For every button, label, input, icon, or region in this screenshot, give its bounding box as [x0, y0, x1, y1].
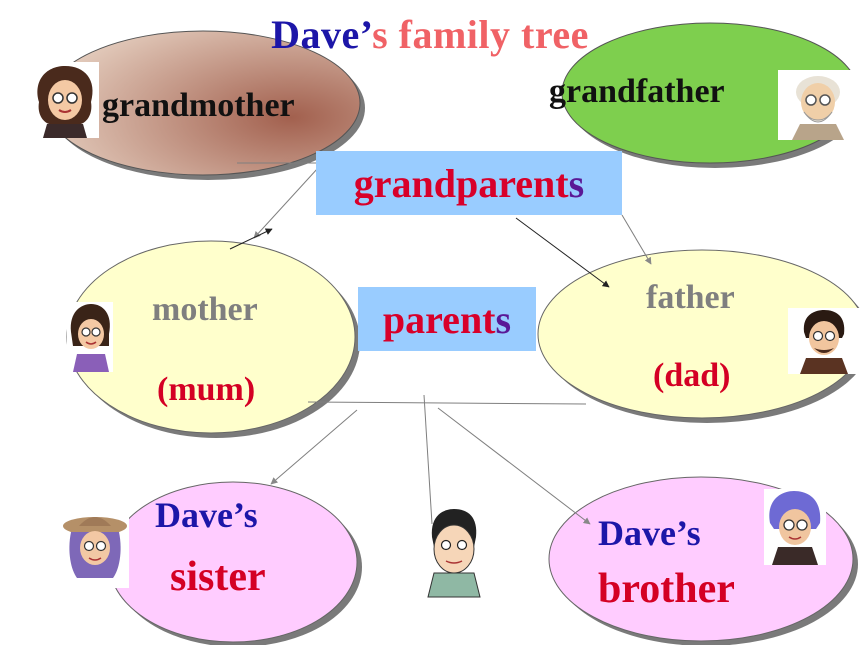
father-label: father — [646, 279, 735, 316]
page-title: Dave’s family tree — [0, 12, 860, 58]
parents-plural: s — [495, 296, 512, 342]
mother-label: mother — [152, 291, 258, 328]
dad-label: (dad) — [653, 357, 731, 394]
grandmother-avatar — [31, 62, 99, 138]
connector-to-brother — [437, 407, 591, 525]
sister-avatar — [61, 508, 129, 588]
connector-gp-to-mother — [253, 167, 319, 239]
grandfather-label: grandfather — [549, 73, 725, 110]
connector-to-sister — [270, 409, 358, 485]
connector-to-dave — [423, 394, 433, 525]
father-ellipse — [537, 249, 860, 419]
title-dave: Dave’ — [271, 12, 373, 57]
parents-main: parent — [382, 296, 496, 342]
father-avatar — [788, 308, 860, 374]
arrow-gp-to-father — [515, 217, 610, 288]
grandparents-main: grandparent — [353, 160, 569, 206]
connector-parents-horizontal — [307, 401, 587, 405]
dave-avatar — [427, 509, 481, 598]
grandmother-label: grandmother — [102, 87, 295, 124]
connector-gp-to-father — [621, 214, 652, 265]
mother-avatar — [67, 302, 113, 372]
grandparents-plural: s — [568, 160, 585, 206]
sister-label: sister — [170, 554, 266, 600]
arrow-gm-to-mother — [229, 228, 273, 250]
brother-owner-label: Dave’s — [598, 513, 701, 553]
brother-avatar — [764, 489, 826, 565]
mum-label: (mum) — [157, 371, 256, 408]
title-rest: s family tree — [372, 12, 589, 57]
brother-label: brother — [598, 566, 735, 612]
sister-owner-label: Dave’s — [155, 495, 258, 535]
grandfather-avatar — [778, 70, 860, 140]
